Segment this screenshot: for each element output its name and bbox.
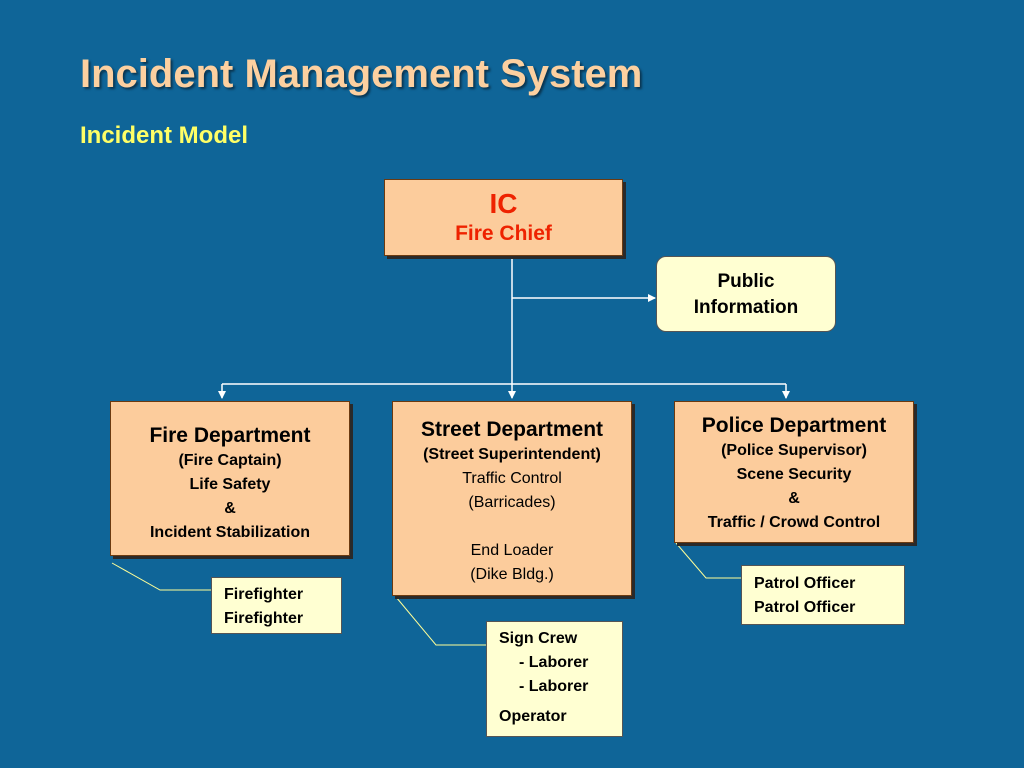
fire-department-title: Fire Department	[149, 424, 311, 447]
ic-role: Fire Chief	[455, 222, 552, 245]
police-department-line: Traffic / Crowd Control	[707, 514, 881, 531]
sign-crew-heading: Sign Crew	[499, 630, 578, 647]
police-department-box: Police Department (Police Supervisor) Sc…	[674, 401, 914, 543]
sign-crew-member: - Laborer	[519, 678, 589, 695]
slide-title: Incident Management System	[80, 52, 643, 96]
fire-department-line: &	[224, 500, 236, 517]
fire-department-line: Life Safety	[189, 476, 271, 493]
slide-subtitle: Incident Model	[80, 122, 248, 149]
patrol-officer-box: Patrol Officer Patrol Officer	[741, 565, 905, 625]
public-information-box: Public Information	[656, 256, 836, 332]
street-department-line: (Barricades)	[468, 494, 556, 511]
fire-department-line: (Fire Captain)	[178, 452, 282, 469]
sign-crew-member: - Laborer	[519, 654, 589, 671]
sign-crew-box: Sign Crew - Laborer - Laborer Operator	[486, 621, 623, 737]
street-department-supervisor: (Street Superintendent)	[423, 446, 601, 463]
police-department-line: &	[788, 490, 800, 507]
fire-department-line: Incident Stabilization	[149, 524, 310, 541]
street-department-line	[393, 515, 631, 539]
patrol-officer-item: Patrol Officer	[754, 599, 856, 616]
patrol-officer-item: Patrol Officer	[754, 575, 856, 592]
police-callout-line	[675, 542, 741, 579]
ic-title: IC	[489, 188, 518, 219]
police-department-line: (Police Supervisor)	[721, 442, 867, 459]
street-department-line: Traffic Control	[462, 470, 562, 487]
street-department-box: Street Department (Street Superintendent…	[392, 401, 632, 596]
street-department-line: (Dike Bldg.)	[470, 566, 554, 583]
police-department-title: Police Department	[701, 414, 887, 437]
street-department-title: Street Department	[420, 418, 604, 441]
sign-crew-operator: Operator	[499, 708, 567, 725]
police-department-line: Scene Security	[736, 466, 852, 483]
street-callout-line	[395, 596, 486, 646]
public-information-line-1: Public	[717, 271, 775, 292]
public-information-line-2: Information	[693, 297, 799, 318]
firefighter-box: Firefighter Firefighter	[211, 577, 342, 634]
fire-callout-line	[111, 562, 211, 591]
ic-box: IC Fire Chief	[384, 179, 623, 256]
fire-department-box: Fire Department (Fire Captain) Life Safe…	[110, 401, 350, 556]
street-department-line: End Loader	[470, 542, 554, 559]
firefighter-item: Firefighter	[224, 586, 304, 603]
firefighter-item: Firefighter	[224, 610, 304, 627]
